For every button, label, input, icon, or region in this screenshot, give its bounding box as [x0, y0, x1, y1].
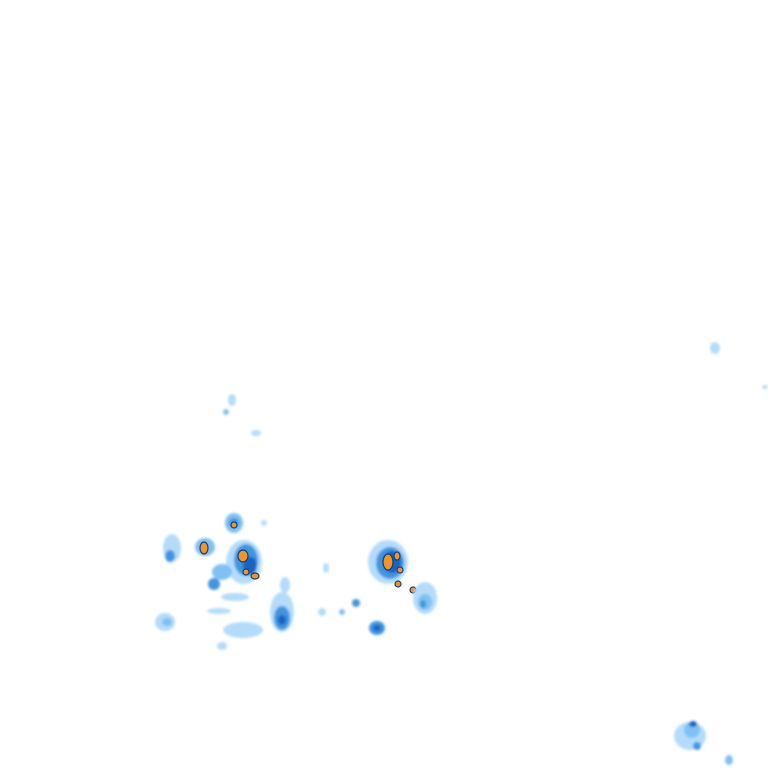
- echo-intense: [250, 572, 260, 580]
- cell-southwest: [155, 613, 263, 650]
- echo-light: [318, 608, 326, 616]
- echo-intense: [242, 568, 250, 576]
- west-cluster-intense-cores: [199, 521, 260, 580]
- echo-light: [280, 577, 290, 593]
- echo-heavy: [373, 625, 381, 631]
- echo-intense: [382, 553, 394, 571]
- echo-lightmid: [725, 755, 733, 765]
- echo-light: [223, 622, 263, 638]
- echo-light: [323, 563, 329, 573]
- echo-heavy: [689, 721, 697, 727]
- echo-moderate: [420, 600, 426, 608]
- echo-moderate: [352, 599, 360, 607]
- cell-east-of-central: [413, 582, 437, 614]
- echo-light: [217, 642, 227, 650]
- echo-lightmid: [339, 609, 345, 615]
- echo-intense: [230, 521, 238, 529]
- central-intense-cores: [382, 551, 417, 594]
- echo-lightmid: [684, 722, 700, 738]
- echo-light: [251, 430, 261, 436]
- echo-heavy: [278, 615, 286, 625]
- echo-intense: [237, 549, 249, 563]
- echo-lightmid: [212, 564, 232, 580]
- echo-light: [228, 394, 236, 406]
- echo-light: [261, 520, 267, 526]
- echo-intense: [199, 541, 209, 555]
- echo-light: [221, 593, 249, 601]
- cell-southeast-corner: [674, 721, 733, 765]
- echo-moderate: [208, 578, 220, 590]
- echo-intense: [393, 551, 401, 561]
- echo-lightmid: [223, 409, 229, 415]
- echo-intense: [396, 566, 404, 574]
- echo-lightmid: [162, 618, 172, 626]
- echo-moderate: [693, 742, 701, 750]
- echo-light: [762, 385, 768, 389]
- cell-south: [270, 563, 345, 632]
- echo-light: [207, 608, 231, 614]
- echo-light: [710, 342, 720, 354]
- echo-intense: [394, 580, 402, 588]
- cell-northeast-trace: [710, 342, 768, 389]
- echo-moderate: [165, 550, 175, 562]
- cell-west-cluster: [163, 513, 267, 614]
- cell-northwest-trace: [223, 394, 261, 436]
